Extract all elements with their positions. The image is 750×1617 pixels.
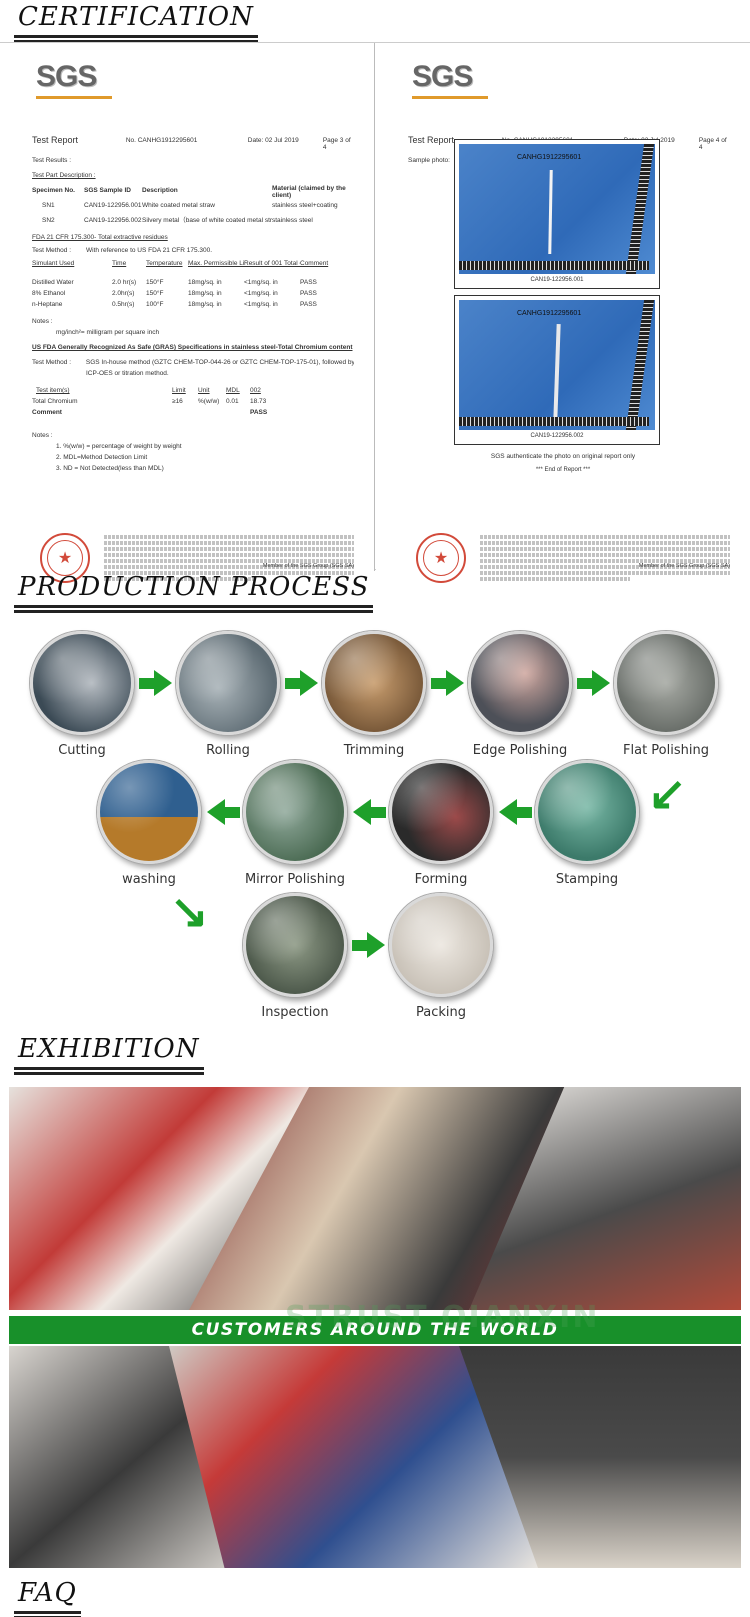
- process-step-inspection: Inspection: [243, 893, 347, 1020]
- section-title-production: PRODUCTION PROCESS: [13, 572, 374, 610]
- arrow-left-icon: [498, 799, 532, 825]
- process-step-forming: Forming: [389, 760, 493, 887]
- process-photo: [468, 631, 572, 735]
- photo-caption: CAN19-122956.002: [530, 433, 584, 439]
- exhibition-photo-strip-1: [9, 1087, 741, 1310]
- arrow-right-icon: [285, 670, 319, 696]
- test-report-page-3: SGS Test Report No. CANHG1912295601 Date…: [0, 43, 375, 583]
- photo-authentication-note: SGS authenticate the photo on original r…: [490, 453, 636, 460]
- process-step-cutting: Cutting: [30, 631, 134, 758]
- sgs-member-text: Member of the SGS Group (SGS SA): [262, 563, 354, 569]
- arrow-right-icon: [352, 932, 386, 958]
- exhibition-photo-strip-2: [9, 1346, 741, 1568]
- process-photo: [30, 631, 134, 735]
- comment-row: Comment PASS: [32, 409, 268, 416]
- section-title-certification: CERTIFICATION: [14, 2, 258, 40]
- extract-row: Distilled Water 2.0 hr(s) 150°F 18mg/sq.…: [32, 279, 317, 286]
- process-step-flat-polishing: Flat Polishing: [614, 631, 718, 758]
- process-photo: [243, 893, 347, 997]
- sgs-logo: SGS: [412, 59, 488, 99]
- legal-footer: [104, 535, 354, 583]
- notes-label: Notes :: [32, 318, 53, 325]
- sample-photo-1: CANHG1912295601 CAN19-122956.001: [454, 139, 660, 289]
- process-photo: [176, 631, 280, 735]
- report-title: Test Report: [408, 135, 455, 145]
- report-number: No. CANHG1912295601: [125, 137, 198, 144]
- fda-title: FDA 21 CFR 175.300- Total extractive res…: [32, 234, 168, 241]
- process-photo: [389, 893, 493, 997]
- process-photo: [389, 760, 493, 864]
- report-body: Test Results : Test Part Description : S…: [32, 157, 354, 472]
- spec-header-row: Specimen No. SGS Sample ID Description M…: [32, 185, 346, 199]
- section-title-faq: FAQ: [14, 1578, 81, 1616]
- process-step-stamping: Stamping: [535, 760, 639, 887]
- straw-photo: CANHG1912295601: [459, 300, 655, 430]
- extract-row: 8% Ethanol 2.0hr(s) 150°F 18mg/sq. in <1…: [32, 290, 317, 297]
- gras-method: Test Method : SGS In-house method (GZTC …: [32, 359, 354, 366]
- arrow-right-icon: [431, 670, 465, 696]
- certification-panels: SGS Test Report No. CANHG1912295601 Date…: [0, 42, 750, 583]
- test-report-page-4: SGS Test Report No. CANHG1912295601 Date…: [376, 43, 750, 583]
- sample-photo-2: CANHG1912295601 CAN19-122956.002: [454, 295, 660, 445]
- extract-header-row: Simulant Used Time Temperature Max. Perm…: [32, 260, 329, 267]
- extract-row: n-Heptane 0.5hr(s) 100°F 18mg/sq. in <1m…: [32, 301, 317, 308]
- process-photo: [322, 631, 426, 735]
- report-page: Page 4 of 4: [698, 137, 727, 151]
- curved-arrow-down-icon: ↙: [648, 767, 687, 819]
- process-photo: [535, 760, 639, 864]
- legal-footer: [480, 535, 730, 583]
- test-results-label: Test Results :: [32, 157, 72, 164]
- sgs-stamp-icon: ★: [40, 533, 90, 583]
- sample-photo-label: Sample photo:: [408, 157, 450, 164]
- process-step-mirror-polishing: Mirror Polishing: [243, 760, 347, 887]
- process-step-edge-polishing: Edge Polishing: [468, 631, 572, 758]
- process-step-trimming: Trimming: [322, 631, 426, 758]
- process-photo: [614, 631, 718, 735]
- report-page: Page 3 of 4: [322, 137, 351, 151]
- sample-photo-label-wrap: Sample photo:: [408, 155, 730, 166]
- chromium-header-row: Test item(s) Limit Unit MDL 002: [36, 387, 261, 394]
- process-step-washing: washing: [97, 760, 201, 887]
- process-photo: [243, 760, 347, 864]
- watermark: STRUST QIANXIN: [285, 1300, 600, 1335]
- process-step-packing: Packing: [389, 893, 493, 1020]
- chromium-row: Total Chromium ≥16 %(w/w) 0.01 18.73: [32, 398, 267, 405]
- arrow-left-icon: [206, 799, 240, 825]
- photo-caption: CAN19-122956.001: [530, 277, 584, 283]
- arrow-left-icon: [352, 799, 386, 825]
- report-header: Test Report No. CANHG1912295601 Date: 02…: [32, 135, 354, 151]
- arrow-right-icon: [577, 670, 611, 696]
- spec-row: SN2 CAN19-122956.002 Silvery metal（base …: [42, 217, 313, 224]
- spec-row: SN1 CAN19-122956.001 White coated metal …: [42, 202, 338, 209]
- end-of-report: *** End of Report ***: [535, 467, 591, 473]
- gras-title: US FDA Generally Recognized As Safe (GRA…: [32, 344, 353, 351]
- process-photo: [97, 760, 201, 864]
- arrow-right-icon: [139, 670, 173, 696]
- report-title: Test Report: [32, 135, 79, 145]
- straw-photo: CANHG1912295601: [459, 144, 655, 274]
- section-title-exhibition: EXHIBITION: [14, 1034, 203, 1072]
- notes-unit: mg/inch²= milligram per square inch: [56, 329, 160, 336]
- part-description-label: Test Part Description :: [32, 172, 96, 179]
- sgs-logo: SGS: [36, 59, 112, 99]
- process-step-rolling: Rolling: [176, 631, 280, 758]
- sgs-member-text: Member of the SGS Group (SGS SA): [638, 563, 730, 569]
- curved-arrow-down-icon: ↘: [170, 885, 209, 937]
- sgs-stamp-icon: ★: [416, 533, 466, 583]
- report-date: Date: 02 Jul 2019: [247, 137, 299, 144]
- fda-method: Test Method : With reference to US FDA 2…: [32, 247, 213, 254]
- customers-banner: CUSTOMERS AROUND THE WORLD: [9, 1316, 741, 1344]
- notes2-label: Notes :: [32, 432, 53, 439]
